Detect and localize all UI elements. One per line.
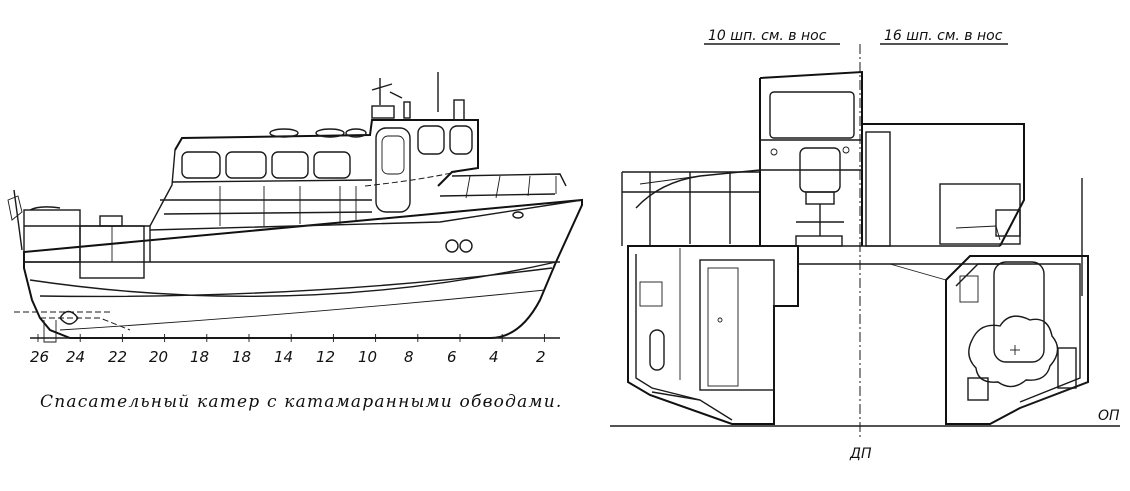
frame-numbers: 26 24 22 20 18 18 14 12 10 8 6 4 2 [30, 348, 546, 366]
propeller [59, 310, 79, 325]
left-cabin-top [639, 175, 701, 185]
left-door-frame [699, 259, 775, 391]
right-battery [1057, 347, 1077, 389]
frame-number: 6 [447, 348, 457, 366]
railing-fore [439, 173, 567, 199]
wheelhouse-window [417, 125, 445, 155]
frame-number: 22 [108, 348, 127, 366]
figure-caption: Спасательный катер с катамаранными обвод… [40, 392, 563, 412]
wheelhouse-door [375, 127, 411, 213]
stern-box-top [29, 206, 61, 211]
right-hatch [959, 275, 979, 303]
frame-number: 18 [190, 348, 209, 366]
frame-number: 12 [316, 348, 335, 366]
frame-number: 26 [30, 348, 49, 366]
right-hull-chine [1019, 381, 1089, 409]
wheelhouse [759, 70, 863, 246]
stern-flag [7, 195, 23, 221]
hull-keel-line [59, 289, 546, 331]
door-handle [717, 317, 723, 323]
rudder [43, 320, 57, 343]
wheelhouse-console [759, 139, 863, 171]
right-hull-section [945, 255, 1089, 425]
searchlight [371, 105, 395, 119]
stern-flagstaff [13, 189, 23, 251]
mast-base [403, 101, 411, 119]
frame-number: 24 [66, 348, 85, 366]
right-door [993, 261, 1045, 363]
hull-spray-line [39, 267, 553, 298]
right-deck-slope [889, 263, 947, 281]
helm-chair [795, 147, 844, 247]
cabin-windows [181, 151, 351, 179]
wheelhouse-window [769, 91, 855, 139]
right-equipment-box [995, 209, 1021, 237]
cabin-roof [174, 119, 479, 187]
mast [371, 72, 439, 112]
door-window [381, 135, 405, 175]
porthole-2 [459, 239, 473, 253]
hull-outline [23, 198, 583, 339]
section-header-right: 16 шп. см. в нос [884, 28, 1003, 44]
frame-number: 10 [358, 348, 377, 366]
roof-hatches [269, 128, 367, 138]
vent-cap [99, 215, 123, 227]
right-hull-inner [955, 263, 1081, 403]
right-seat [955, 225, 1001, 241]
right-pump [967, 377, 989, 401]
frame-number: 20 [149, 348, 168, 366]
frame-number: 8 [404, 348, 414, 366]
left-hatch [639, 281, 663, 307]
wheelhouse-window-2 [449, 125, 473, 155]
left-railing [621, 171, 760, 246]
gauge [842, 146, 850, 154]
bridge-deck [798, 245, 1000, 265]
porthole-1 [445, 239, 459, 253]
section-view: 10 шп. см. в нос 16 шп. см. в нос ДП ОП [610, 28, 1120, 462]
label-op: ОП [1098, 408, 1120, 424]
cabin-side [149, 149, 176, 227]
frame-number: 18 [232, 348, 251, 366]
right-cabin-window [939, 183, 1021, 245]
left-hull-inner [635, 254, 701, 401]
stern-box [23, 209, 81, 263]
frame-number: 4 [489, 348, 499, 366]
horn [453, 99, 465, 121]
cabin-lower-edge [171, 179, 373, 183]
frame-number: 2 [536, 348, 546, 366]
left-cabin-side [635, 169, 761, 209]
label-dp: ДП [849, 446, 872, 462]
left-hull-chine [651, 391, 733, 421]
frame-ticks [37, 334, 545, 342]
side-view-profile [7, 72, 583, 343]
railing-aft [160, 186, 373, 226]
section-header-left: 10 шп. см. в нос [708, 28, 827, 44]
right-doorway [865, 131, 891, 247]
gauge [770, 148, 778, 156]
left-porthole [649, 329, 665, 371]
frame-number: 14 [274, 348, 293, 366]
engine [968, 315, 1059, 388]
chain-line [364, 171, 457, 187]
right-cabin [862, 123, 1025, 247]
anchor-pocket [512, 211, 524, 219]
left-door [707, 267, 739, 387]
left-hull-section [627, 245, 799, 425]
